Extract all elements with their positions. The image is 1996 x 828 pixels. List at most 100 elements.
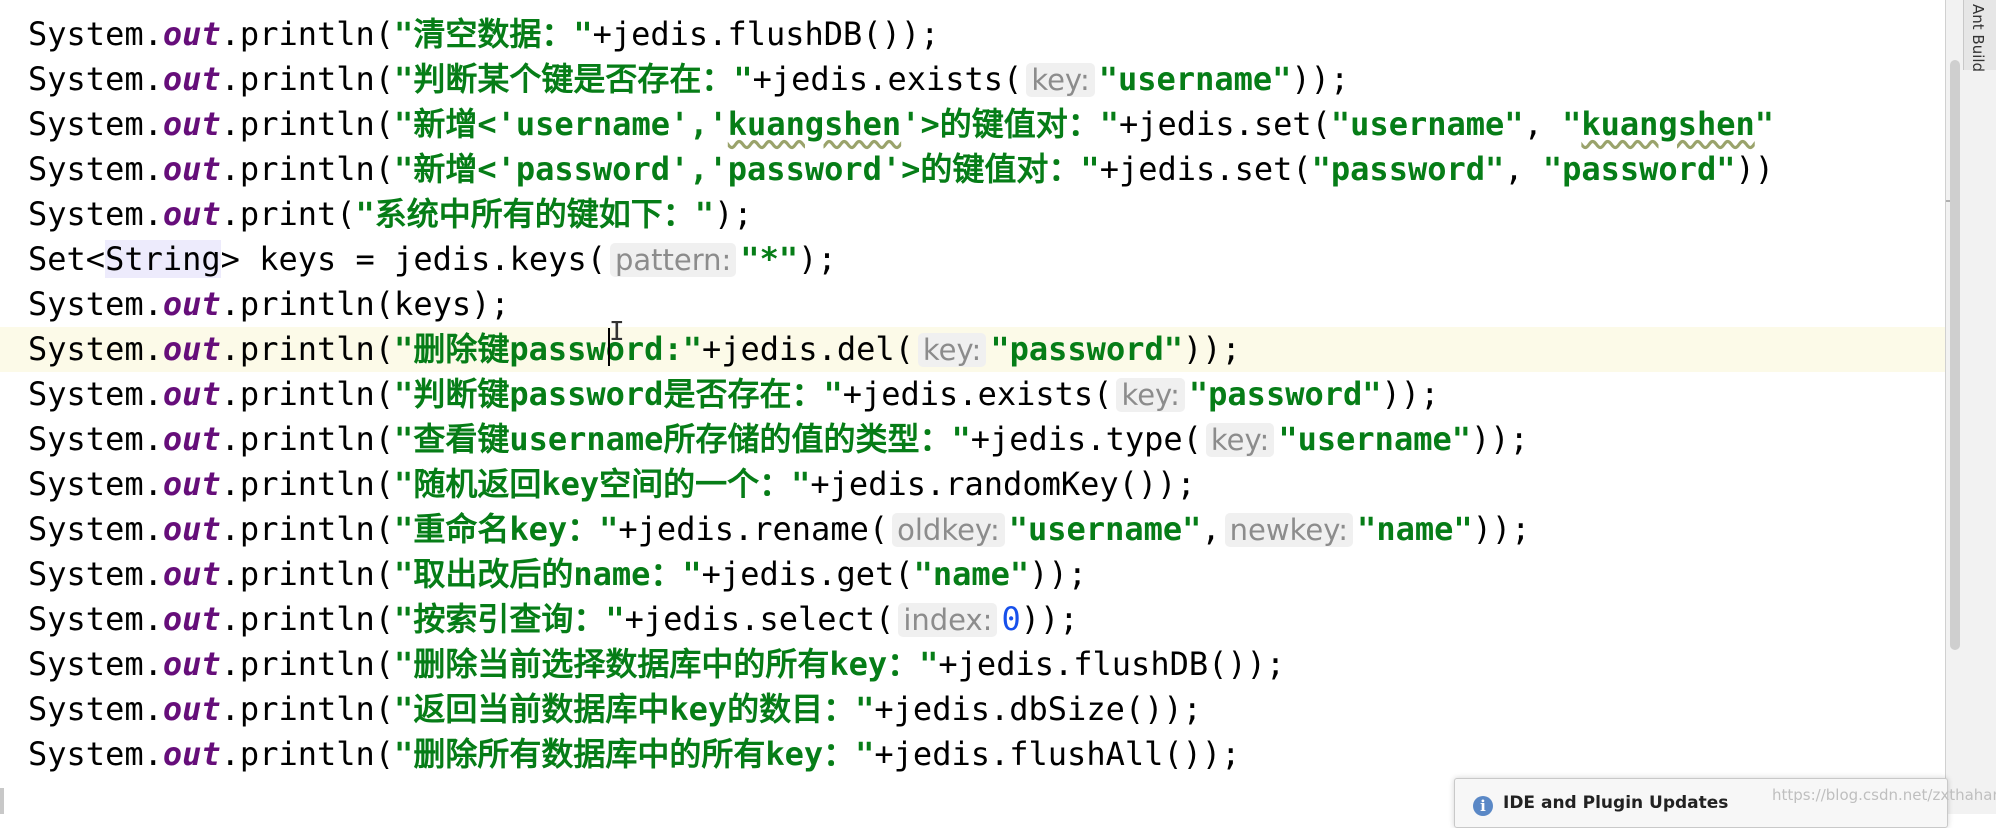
keyword-token: out bbox=[162, 195, 221, 233]
code-token: .println( bbox=[220, 645, 395, 683]
code-token: +jedis.exists( bbox=[752, 60, 1023, 98]
number-literal: 0 bbox=[1001, 600, 1021, 638]
code-token: +jedis.del( bbox=[701, 330, 914, 368]
string-literal: "password" bbox=[1188, 375, 1382, 413]
code-token: +jedis.flushDB()); bbox=[592, 15, 940, 53]
keyword-token: out bbox=[162, 690, 221, 728]
string-literal: "判断键password是否存在：" bbox=[394, 375, 843, 413]
code-token: , bbox=[1201, 510, 1221, 548]
code-token: .println( bbox=[220, 600, 395, 638]
code-line[interactable]: System.out.println("删除当前选择数据库中的所有key："+j… bbox=[0, 642, 1945, 687]
code-token: +jedis.randomKey()); bbox=[810, 465, 1196, 503]
code-token: System. bbox=[28, 375, 163, 413]
code-token: +jedis.dbSize()); bbox=[874, 690, 1202, 728]
string-literal: "查看键username所存储的值的类型：" bbox=[394, 420, 971, 458]
keyword-token: out bbox=[162, 420, 221, 458]
code-line[interactable]: System.out.println("重命名key："+jedis.renam… bbox=[0, 507, 1945, 552]
code-token: ); bbox=[714, 195, 753, 233]
code-token: .println( bbox=[220, 150, 395, 188]
code-line[interactable]: System.out.println("按索引查询："+jedis.select… bbox=[0, 597, 1945, 642]
code-line[interactable]: System.out.println("判断键password是否存在："+je… bbox=[0, 372, 1945, 417]
code-line[interactable]: System.out.println("删除所有数据库中的所有key："+jed… bbox=[0, 732, 1945, 777]
string-literal: "删除当前选择数据库中的所有key：" bbox=[394, 645, 939, 683]
string-literal: "name" bbox=[1357, 510, 1473, 548]
code-token: )); bbox=[1471, 420, 1529, 458]
code-token: .println( bbox=[220, 465, 395, 503]
code-token: )); bbox=[1020, 600, 1079, 638]
parameter-hint: key: bbox=[1116, 378, 1185, 412]
code-token: System. bbox=[28, 600, 163, 638]
code-token: )) bbox=[1735, 150, 1774, 188]
code-line[interactable]: System.out.print("系统中所有的键如下："); bbox=[0, 192, 1945, 237]
string-literal: "重命名key：" bbox=[394, 510, 619, 548]
code-line[interactable]: System.out.println("删除键password:"+jedis.… bbox=[0, 327, 1945, 372]
code-line[interactable]: System.out.println(keys); bbox=[0, 282, 1945, 327]
code-token: System. bbox=[28, 330, 163, 368]
code-token: +jedis.rename( bbox=[618, 510, 889, 548]
code-token: .println( bbox=[220, 420, 395, 458]
code-token: +jedis.set( bbox=[1099, 150, 1312, 188]
keyword-token: out bbox=[162, 465, 221, 503]
code-token: .println( bbox=[220, 555, 395, 593]
code-token: System. bbox=[28, 420, 163, 458]
code-token: )); bbox=[1381, 375, 1440, 413]
code-token: )); bbox=[1029, 555, 1087, 593]
parameter-hint: oldkey: bbox=[892, 513, 1005, 547]
code-token: System. bbox=[28, 150, 163, 188]
parameter-hint: index: bbox=[898, 603, 998, 637]
string-literal: "返回当前数据库中key的数目：" bbox=[394, 690, 875, 728]
code-token: )); bbox=[1291, 60, 1350, 98]
code-line[interactable]: System.out.println("随机返回key空间的一个："+jedis… bbox=[0, 462, 1945, 507]
keyword-token: out bbox=[162, 60, 221, 98]
code-line[interactable]: Set<String> keys = jedis.keys(pattern:"*… bbox=[0, 237, 1945, 282]
string-literal: " bbox=[1754, 105, 1775, 143]
parameter-hint: newkey: bbox=[1224, 513, 1354, 547]
code-line[interactable]: System.out.println("查看键username所存储的值的类型：… bbox=[0, 417, 1945, 462]
ant-build-tool-tab[interactable] bbox=[1963, 0, 1996, 70]
notification-title: IDE and Plugin Updates bbox=[1503, 793, 1729, 813]
string-literal: "系统中所有的键如下：" bbox=[355, 195, 715, 233]
keyword-token: out bbox=[162, 645, 221, 683]
keyword-token: out bbox=[162, 555, 221, 593]
code-line[interactable]: System.out.println("判断某个键是否存在："+jedis.ex… bbox=[0, 57, 1945, 102]
code-editor[interactable]: System.out.println("清空数据："+jedis.flushDB… bbox=[0, 0, 1945, 814]
code-line[interactable]: System.out.println("新增<'username','kuang… bbox=[0, 102, 1945, 147]
string-literal: "name" bbox=[913, 555, 1030, 593]
keyword-token: out bbox=[162, 105, 221, 143]
string-literal: kuangshen bbox=[727, 105, 902, 143]
code-line[interactable]: System.out.println("返回当前数据库中key的数目："+jed… bbox=[0, 687, 1945, 732]
code-token: .println(keys); bbox=[220, 285, 510, 323]
string-literal: "password" bbox=[1542, 150, 1736, 188]
string-literal: "新增<'password','password'>的键值对：" bbox=[394, 150, 1100, 188]
string-literal: "password" bbox=[1311, 150, 1505, 188]
code-token: System. bbox=[28, 645, 163, 683]
code-token: +jedis.flushAll()); bbox=[874, 735, 1241, 773]
code-line[interactable]: System.out.println("清空数据："+jedis.flushDB… bbox=[0, 12, 1945, 57]
code-token: System. bbox=[28, 60, 163, 98]
code-token: .println( bbox=[220, 330, 395, 368]
ibeam-cursor-icon: I bbox=[609, 317, 625, 347]
code-token: )); bbox=[1183, 330, 1241, 368]
parameter-hint: key: bbox=[1205, 423, 1275, 457]
string-literal: "删除所有数据库中的所有key：" bbox=[394, 735, 875, 773]
string-literal: "按索引查询：" bbox=[394, 600, 625, 638]
keyword-token: out bbox=[162, 330, 221, 368]
string-literal: "随机返回key空间的一个：" bbox=[394, 465, 811, 503]
string-literal: "*" bbox=[740, 240, 799, 278]
vertical-scrollbar[interactable] bbox=[1950, 60, 1960, 650]
code-token: +jedis.get( bbox=[701, 555, 914, 593]
watermark-text: https://blog.csdn.net/zxthahang bbox=[1772, 786, 1996, 804]
code-line[interactable]: System.out.println("新增<'password','passw… bbox=[0, 147, 1945, 192]
code-token: System. bbox=[28, 465, 163, 503]
code-token: System. bbox=[28, 555, 163, 593]
code-token: System. bbox=[28, 285, 163, 323]
code-line[interactable]: System.out.println("取出改后的name："+jedis.ge… bbox=[0, 552, 1945, 597]
string-literal: '>的键值对：" bbox=[901, 105, 1119, 143]
code-token: , bbox=[1504, 150, 1543, 188]
string-literal: "取出改后的name：" bbox=[394, 555, 702, 593]
code-token: System. bbox=[28, 510, 163, 548]
string-literal: " bbox=[1562, 105, 1582, 143]
keyword-token: out bbox=[162, 15, 221, 53]
code-token: ); bbox=[798, 240, 837, 278]
code-token: +jedis.flushDB()); bbox=[938, 645, 1286, 683]
